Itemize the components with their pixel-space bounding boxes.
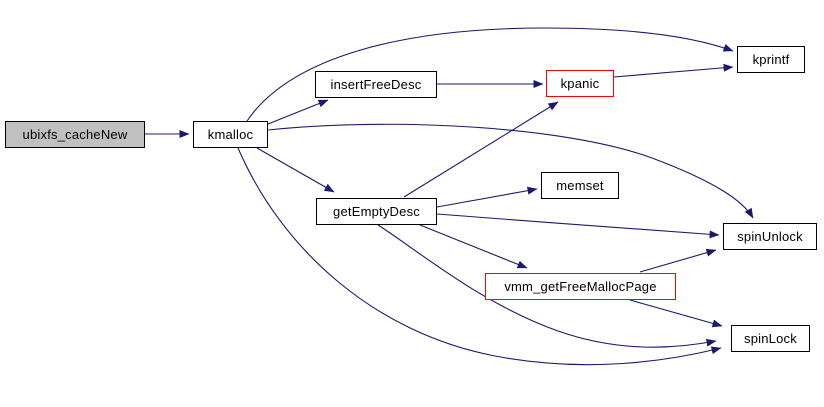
node-kprintf[interactable]: kprintf <box>737 46 805 73</box>
edge-getEmptyDesc-spinLock <box>377 224 717 348</box>
edge-getEmptyDesc-vmm_getFreeMallocPage <box>419 224 528 269</box>
edge-getEmptyDesc-spinUnlock <box>436 213 720 239</box>
edge-kmalloc-insertFreeDesc <box>267 99 329 125</box>
edge-vmm_getFreeMallocPage-spinLock <box>629 299 723 328</box>
node-kmalloc[interactable]: kmalloc <box>193 121 268 148</box>
edge-kmalloc-getEmptyDesc <box>256 147 335 193</box>
node-spinLock[interactable]: spinLock <box>731 325 810 352</box>
node-spinUnlock[interactable]: spinUnlock <box>723 223 817 250</box>
node-insertFreeDesc[interactable]: insertFreeDesc <box>315 71 437 98</box>
node-getEmptyDesc[interactable]: getEmptyDesc <box>316 198 437 225</box>
edge-kmalloc-spinLock <box>237 147 722 366</box>
edge-getEmptyDesc-memset <box>436 186 538 208</box>
node-vmm_getFreeMallocPage[interactable]: vmm_getFreeMallocPage <box>485 273 676 300</box>
node-kpanic[interactable]: kpanic <box>546 70 614 97</box>
edge-vmm_getFreeMallocPage-spinUnlock <box>639 248 717 273</box>
edge-kmalloc-spinUnlock <box>267 123 754 219</box>
edge-kpanic-kprintf <box>613 63 734 78</box>
node-ubixfs_cacheNew: ubixfs_cacheNew <box>5 121 145 148</box>
edge-kmalloc-kprintf <box>246 27 734 122</box>
node-memset[interactable]: memset <box>541 172 619 199</box>
edge-getEmptyDesc-kpanic <box>403 101 559 198</box>
